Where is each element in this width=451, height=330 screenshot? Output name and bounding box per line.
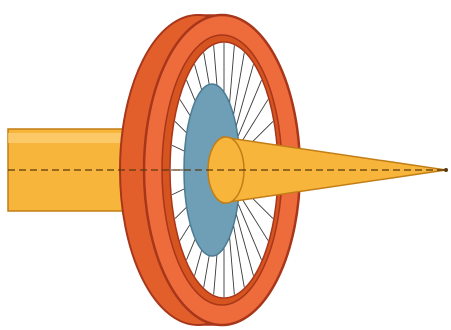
cone-base [208,137,244,203]
focal-point [444,168,448,172]
